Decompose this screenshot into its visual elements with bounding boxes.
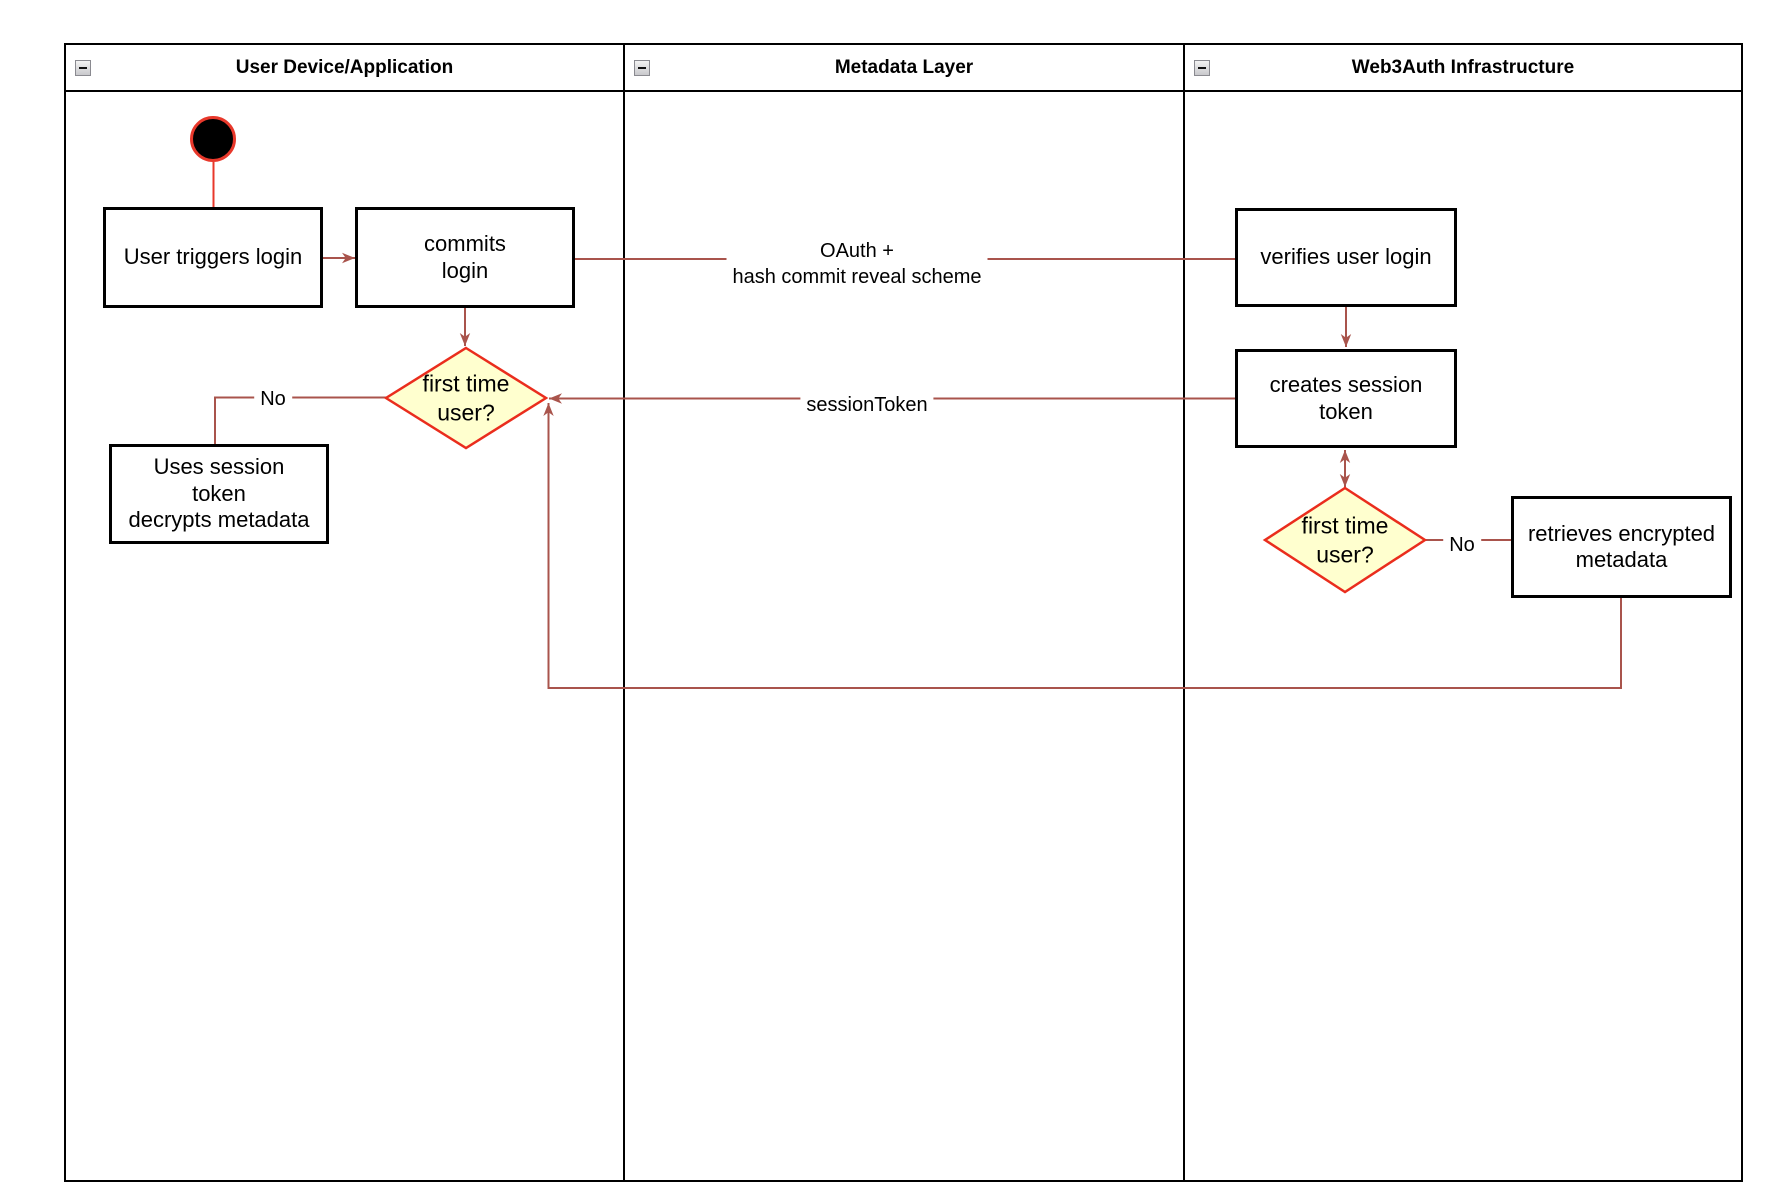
edge-no-left[interactable] (214, 396, 387, 445)
lane-title: Metadata Layer (834, 57, 974, 78)
node-verifies-user-login[interactable]: verifies user login (1235, 208, 1457, 307)
edge-label-no-right[interactable]: No (1443, 531, 1481, 559)
node-retrieves-encrypted-metadata[interactable]: retrieves encrypted metadata (1511, 496, 1732, 598)
lane-title: User Device/Application (235, 57, 454, 78)
node-uses-session-token[interactable]: Uses session token decrypts metadata (109, 444, 329, 544)
collapse-lane-button[interactable] (634, 59, 650, 76)
minus-icon (1198, 66, 1206, 69)
lane-web3auth-infra: Web3Auth Infrastructure (1183, 45, 1741, 1180)
node-creates-session-token[interactable]: creates session token (1235, 349, 1457, 448)
lane-metadata-layer: Metadata Layer (623, 45, 1183, 1180)
lane-title: Web3Auth Infrastructure (1351, 57, 1575, 78)
decision-label-left: first time user? (422, 370, 510, 425)
node-user-triggers-login[interactable]: User triggers login (103, 207, 323, 308)
node-label: creates session token (1269, 372, 1423, 424)
node-label: retrieves encrypted metadata (1527, 520, 1716, 572)
node-label: commits login (424, 231, 506, 283)
collapse-lane-button[interactable] (75, 59, 91, 76)
collapse-lane-button[interactable] (1194, 59, 1210, 76)
minus-icon (79, 66, 87, 69)
start-node[interactable] (190, 116, 236, 162)
lane-user-device: User Device/Application (66, 45, 623, 1180)
node-commits-login[interactable]: commits login (355, 207, 575, 308)
node-label: User triggers login (123, 244, 303, 270)
decision-first-time-user-left[interactable] (383, 346, 549, 450)
swimlane-pool: User Device/Application Metadata Layer W… (64, 43, 1743, 1182)
edge-label-no-left[interactable]: No (254, 385, 292, 413)
lane-header-web3auth-infra[interactable]: Web3Auth Infrastructure (1185, 45, 1741, 92)
edge-label-session-token[interactable]: sessionToken (800, 391, 934, 419)
lane-header-metadata-layer[interactable]: Metadata Layer (625, 45, 1183, 92)
node-label: verifies user login (1260, 244, 1432, 270)
edge-label-oauth[interactable]: OAuth + hash commit reveal scheme (726, 237, 988, 291)
lane-header-user-device[interactable]: User Device/Application (66, 45, 623, 92)
node-label: Uses session token decrypts metadata (128, 454, 310, 533)
minus-icon (638, 66, 646, 69)
decision-first-time-user-right[interactable] (1262, 486, 1428, 594)
decision-label-right: first time user? (1301, 512, 1389, 567)
edge-return-metadata[interactable] (543, 403, 1622, 689)
